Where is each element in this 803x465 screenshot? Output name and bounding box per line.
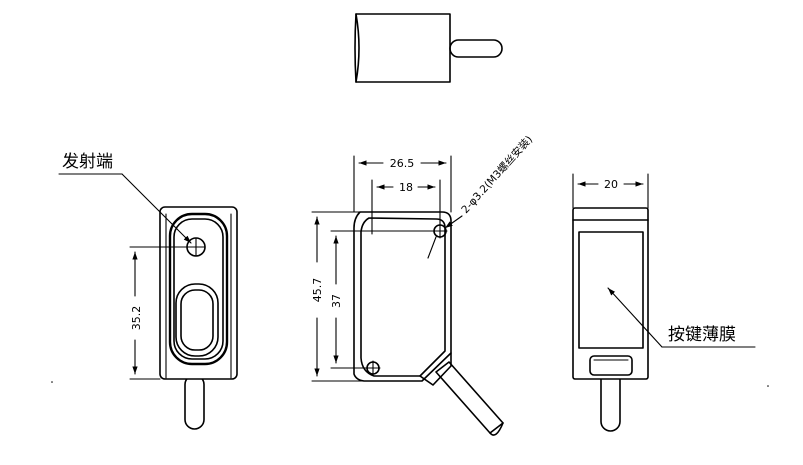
emitter-leader — [121, 173, 192, 244]
right-view-cable-boot — [589, 355, 633, 376]
dim-18-label: 18 — [399, 181, 413, 194]
lower-lens-inner — [180, 289, 214, 351]
top-view — [354, 13, 503, 83]
emitter-label: 发射端 — [62, 152, 113, 172]
stray-dot-right — [767, 385, 769, 387]
top-view-cable — [449, 39, 503, 58]
front-view-body — [353, 211, 452, 382]
stray-dot-left — [51, 381, 53, 383]
keypad-membrane — [578, 231, 644, 349]
left-view: 35.2 发射端 — [58, 152, 238, 430]
dim-26-5-label: 26.5 — [390, 157, 415, 170]
mounting-hole-leader — [444, 215, 463, 229]
mounting-holes-label: 2-φ3.2(M3螺丝安装) — [459, 133, 536, 216]
dim-45-7-label: 45.7 — [311, 278, 324, 303]
keypad-leader — [607, 287, 663, 348]
front-view-cable — [435, 361, 504, 434]
emitter-lens-window — [168, 212, 229, 366]
mounting-hole-leader-lower — [427, 236, 437, 259]
lower-lens-outer — [175, 283, 219, 357]
dim-37-label: 37 — [330, 294, 343, 308]
front-view-cable-boot — [419, 352, 452, 386]
right-view: 20 按键薄膜 — [572, 173, 756, 432]
top-view-front-edge — [355, 13, 360, 83]
front-view-cable-end — [489, 422, 504, 436]
dim-35-2-label: 35.2 — [130, 306, 143, 331]
dim-20-label: 20 — [604, 178, 618, 191]
left-view-cable — [184, 374, 205, 430]
right-view-body — [572, 207, 649, 380]
keypad-membrane-label: 按键薄膜 — [668, 325, 736, 345]
front-view-body-inner — [360, 217, 446, 377]
emitter-lens-window-inner — [173, 218, 224, 360]
top-view-body — [354, 13, 451, 83]
front-view: 26.5 18 45.7 37 2-φ3.2(M3螺丝安装) — [311, 133, 536, 436]
left-view-body — [159, 206, 238, 380]
